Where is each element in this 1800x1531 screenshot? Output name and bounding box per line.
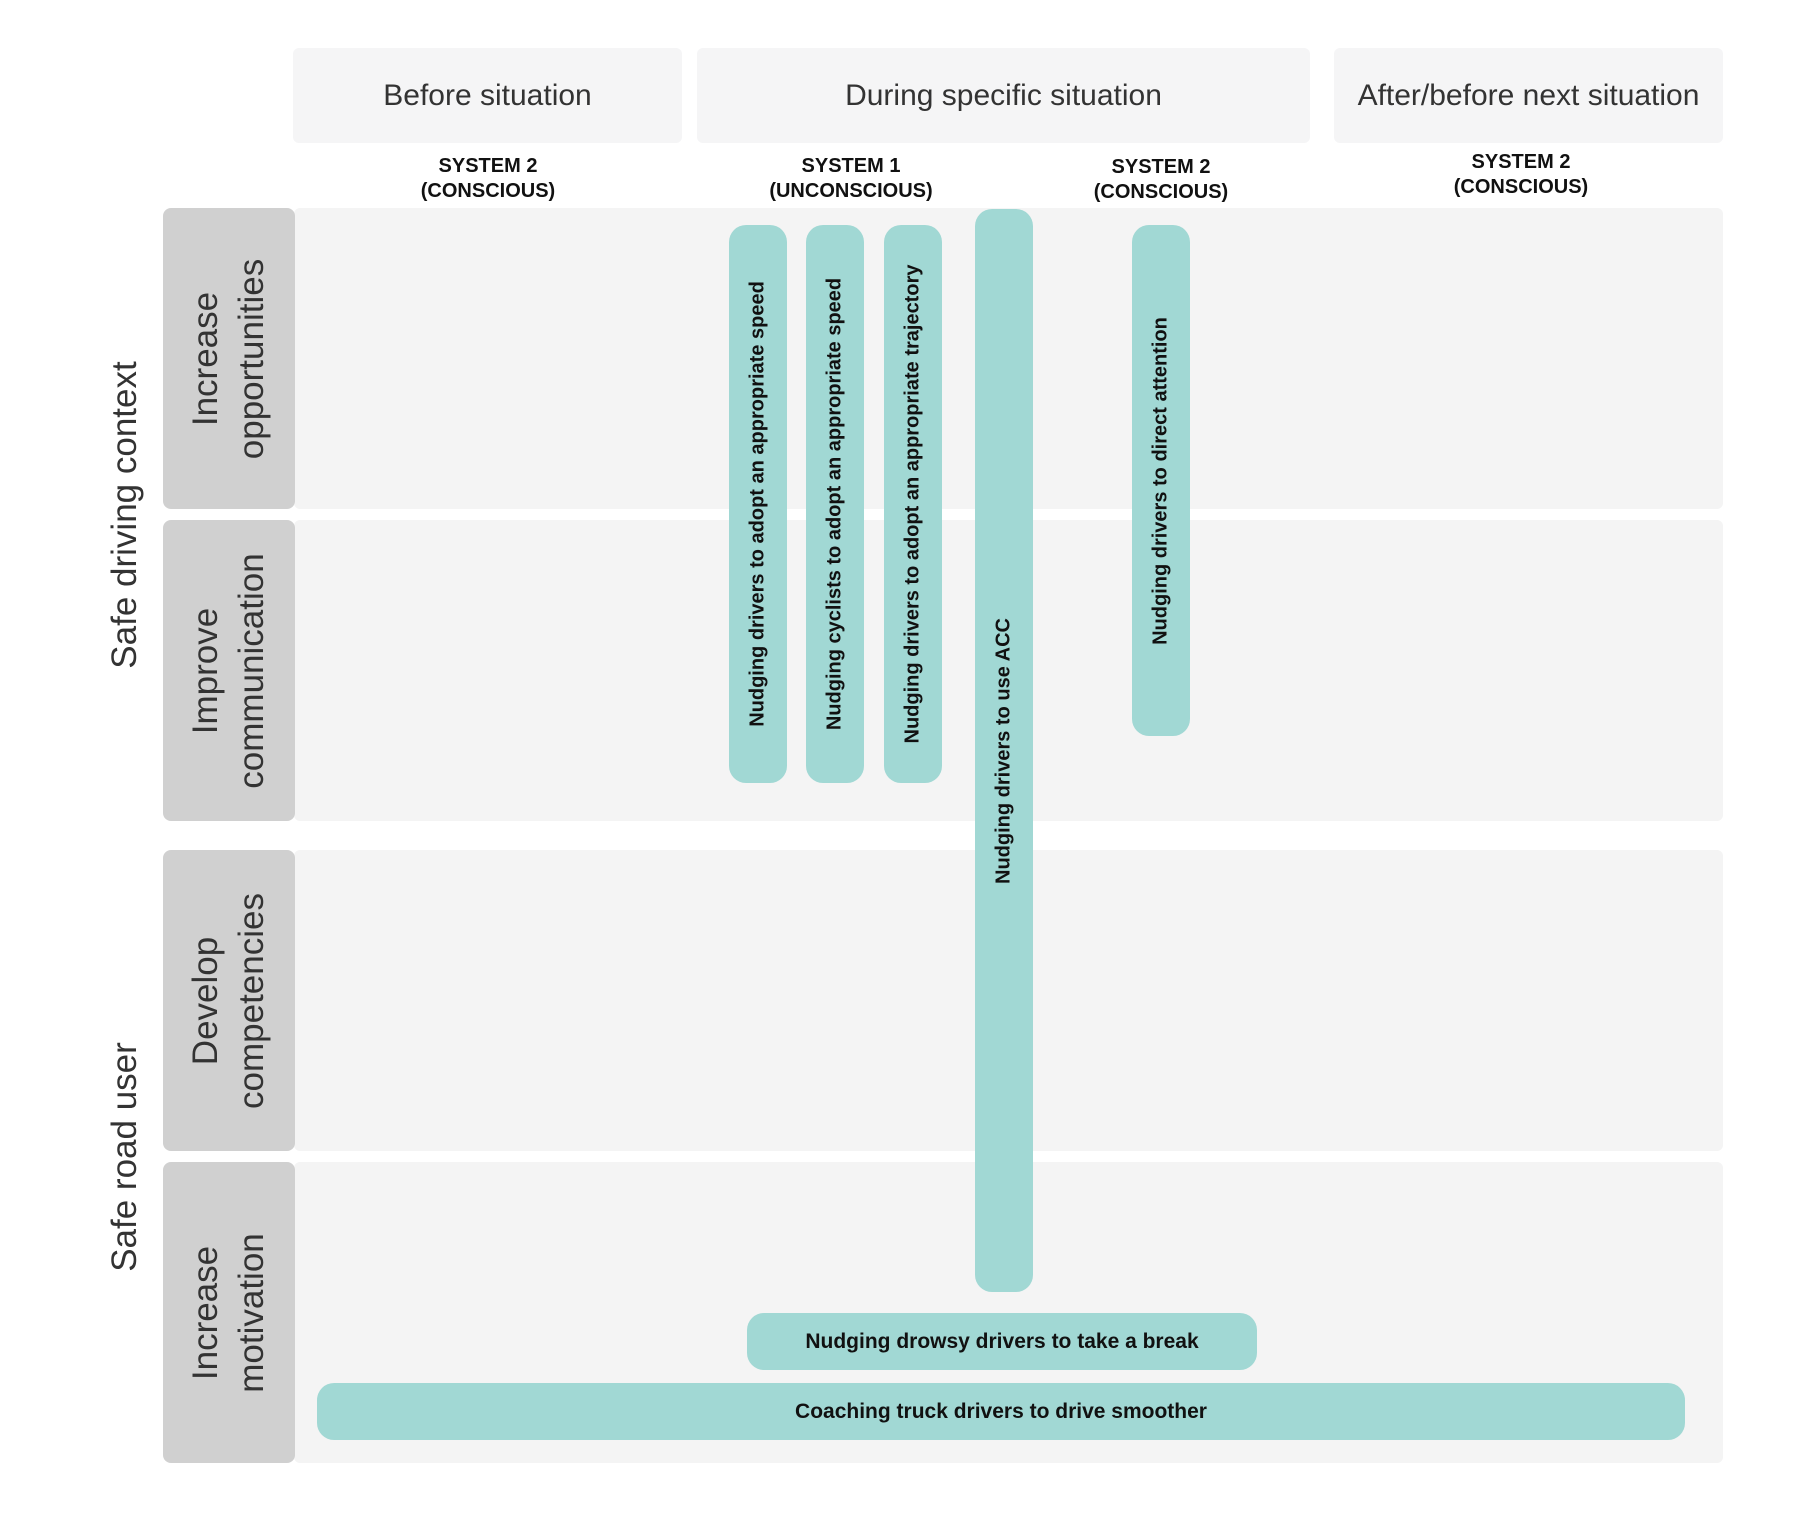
intervention-label: Nudging cyclists to adopt an appropriate… — [823, 277, 846, 731]
row-label-line: opportunities — [232, 258, 271, 459]
row-label-line: motivation — [232, 1232, 271, 1393]
system-subtitle: (UNCONSCIOUS) — [769, 180, 933, 202]
intervention-cyclists-speed: Nudging cyclists to adopt an appropriate… — [806, 225, 864, 783]
row-label-line: Develop — [186, 936, 225, 1065]
intervention-label: Nudging drivers to adopt an appropriate … — [746, 281, 769, 727]
system-label-before: SYSTEM 2 (CONSCIOUS) — [358, 154, 618, 204]
system-subtitle: (CONSCIOUS) — [420, 180, 556, 202]
system-title: SYSTEM 2 — [1471, 151, 1571, 173]
intervention-label: Nudging drivers to direct attention — [1149, 316, 1172, 645]
intervention-truck-coaching: Coaching truck drivers to drive smoother — [317, 1383, 1685, 1440]
intervention-label: Nudging drivers to use ACC — [992, 617, 1015, 884]
system-title: SYSTEM 2 — [438, 155, 538, 177]
system-label-after: SYSTEM 2 (CONSCIOUS) — [1391, 150, 1651, 200]
row-label-increase-opportunities: Increase opportunities — [163, 208, 295, 509]
row-label-develop-competencies: Develop competencies — [163, 850, 295, 1151]
system-subtitle: (CONSCIOUS) — [1093, 181, 1229, 203]
row-label-line: Improve — [186, 607, 225, 734]
system-title: SYSTEM 2 — [1111, 156, 1211, 178]
phase-header-before: Before situation — [293, 48, 682, 143]
system-title: SYSTEM 1 — [801, 155, 901, 177]
intervention-drivers-attention: Nudging drivers to direct attention — [1132, 225, 1190, 736]
row-label-line: Increase — [186, 1245, 225, 1380]
group-label-safe-road-user: Safe road user — [105, 1042, 144, 1272]
phase-header-after: After/before next situation — [1334, 48, 1723, 143]
row-label-line: competencies — [232, 892, 271, 1109]
row-label-line: communication — [232, 552, 271, 789]
row-label-line: Increase — [186, 291, 225, 426]
phase-header-during: During specific situation — [697, 48, 1310, 143]
intervention-drowsy-break: Nudging drowsy drivers to take a break — [747, 1313, 1257, 1370]
intervention-label: Nudging drivers to adopt an appropriate … — [901, 264, 924, 744]
system-label-during-2: SYSTEM 2 (CONSCIOUS) — [1031, 155, 1291, 205]
row-label-improve-communication: Improve communication — [163, 520, 295, 821]
row-label-increase-motivation: Increase motivation — [163, 1162, 295, 1463]
group-label-safe-driving-context: Safe driving context — [105, 361, 144, 669]
intervention-drivers-acc: Nudging drivers to use ACC — [975, 209, 1033, 1292]
system-label-during-1: SYSTEM 1 (UNCONSCIOUS) — [721, 154, 981, 204]
system-subtitle: (CONSCIOUS) — [1453, 176, 1589, 198]
intervention-drivers-trajectory: Nudging drivers to adopt an appropriate … — [884, 225, 942, 783]
intervention-drivers-speed: Nudging drivers to adopt an appropriate … — [729, 225, 787, 783]
